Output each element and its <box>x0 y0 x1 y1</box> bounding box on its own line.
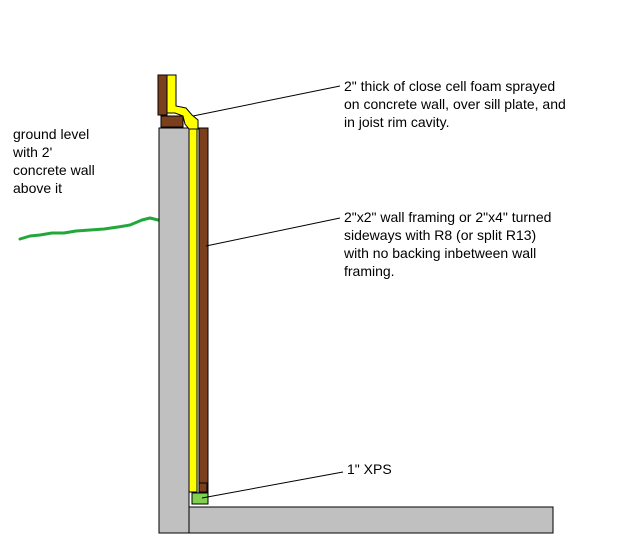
leader-line-xps <box>201 471 344 499</box>
label-line: with no backing inbetween wall <box>344 245 537 261</box>
leader-line-foam <box>192 85 341 117</box>
ground-level-line <box>18 216 160 241</box>
label-line: on concrete wall, over sill plate, and <box>344 96 566 112</box>
label-line: above it <box>13 180 63 196</box>
label-line: concrete wall <box>13 162 95 178</box>
concrete-floor-slab <box>188 506 554 534</box>
bottom-plate <box>198 482 208 493</box>
wall-framing <box>198 127 209 493</box>
spray-foam-rim <box>166 74 199 130</box>
xps-board <box>191 492 209 505</box>
label-line: ground level <box>13 126 90 142</box>
label-spray-foam: 2" thick of close cell foam sprayed on c… <box>344 77 566 131</box>
leader-line-framing <box>205 217 341 247</box>
label-line: with 2' <box>13 144 53 160</box>
label-line: 2" thick of close cell foam sprayed <box>344 78 556 94</box>
label-line: 2"x2" wall framing or 2"x4" turned <box>344 209 552 225</box>
sill-plate <box>160 115 184 128</box>
label-line: 1" XPS <box>347 461 392 477</box>
label-xps: 1" XPS <box>347 460 392 478</box>
label-line: in joist rim cavity. <box>344 114 450 130</box>
concrete-wall <box>158 127 190 534</box>
rim-joist <box>157 74 168 116</box>
label-line: framing. <box>344 263 395 279</box>
spray-foam-wall <box>188 128 198 493</box>
label-ground-level: ground level with 2' concrete wall above… <box>13 125 95 197</box>
label-line: sideways with R8 (or split R13) <box>344 227 537 243</box>
label-wall-framing: 2"x2" wall framing or 2"x4" turned sidew… <box>344 208 551 280</box>
